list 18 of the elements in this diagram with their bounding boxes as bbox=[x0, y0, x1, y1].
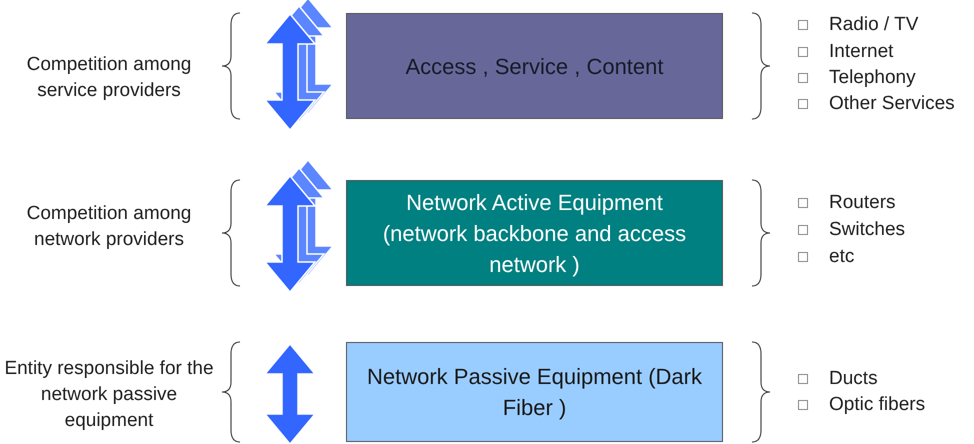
side-note: Competition among service providers bbox=[26, 53, 192, 103]
list-item: etc bbox=[829, 245, 854, 269]
box-label: Access , Service , Content bbox=[406, 52, 664, 80]
list-item: Other Services bbox=[829, 92, 955, 116]
list-item: Switches bbox=[829, 218, 906, 242]
list-item: Routers bbox=[829, 191, 896, 215]
side-note: Entity responsible for the network passive equipment bbox=[3, 357, 215, 433]
box-label: Network Passive Equipment (Dark Fiber ) bbox=[366, 363, 703, 422]
list-item: Telephony bbox=[829, 66, 916, 90]
list-item: Internet bbox=[829, 40, 894, 64]
list-item: Radio / TV bbox=[829, 13, 918, 37]
list-item: Ducts bbox=[829, 367, 878, 391]
box-label: Network Active Equipment (network backbone and access network ) bbox=[382, 188, 688, 278]
layer-box bbox=[346, 342, 723, 442]
list-item: Optic fibers bbox=[829, 393, 926, 417]
layer-box bbox=[346, 180, 723, 286]
side-note: Competition among network providers bbox=[26, 202, 192, 252]
layer-box bbox=[346, 13, 723, 119]
